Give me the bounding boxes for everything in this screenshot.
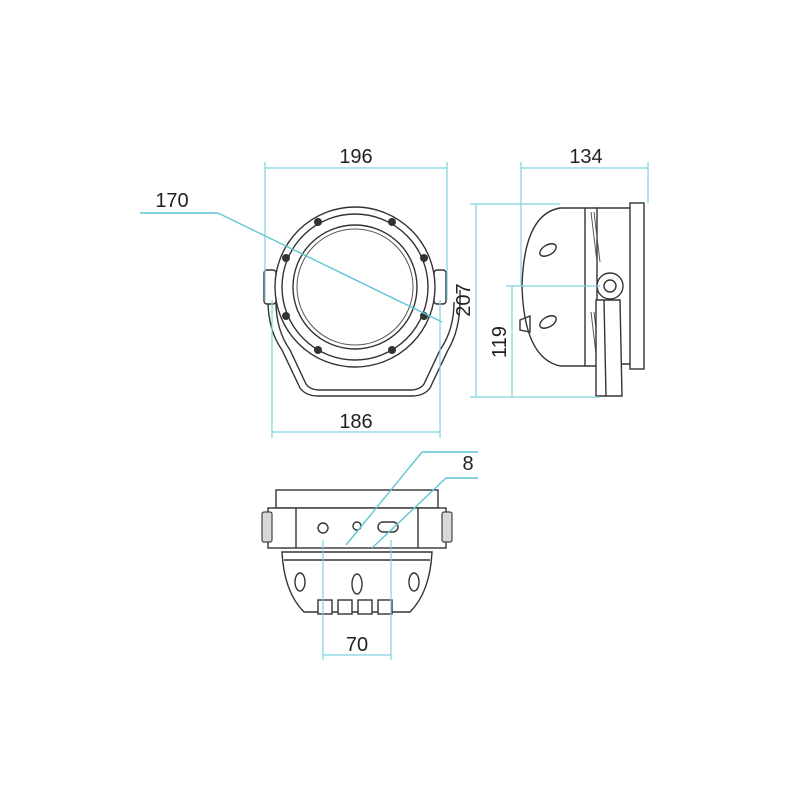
screw-3 (282, 254, 290, 262)
bottom-fin-3 (357, 599, 373, 615)
bottom-fin-1 (317, 599, 333, 615)
bottom-left-knob (261, 511, 273, 543)
front-housing-ring (281, 213, 429, 361)
side-pivot-knob (596, 272, 624, 300)
dim-leader-170-diagonal (217, 212, 443, 323)
bottom-vent-2 (351, 573, 363, 595)
side-bracket-edge (603, 299, 607, 397)
dim-leader-8-diagonal-1 (345, 451, 423, 546)
bottom-fin-4 (377, 599, 393, 615)
dim-label-134: 134 (569, 146, 602, 168)
front-left-knob (263, 269, 277, 305)
screw-1 (314, 218, 322, 226)
bottom-top-plate (275, 489, 439, 509)
bottom-fin-2 (337, 599, 353, 615)
bottom-view: 8 70 (261, 451, 478, 660)
front-lens (292, 224, 418, 350)
side-fin-1 (590, 211, 598, 263)
dim-label-119: 119 (489, 326, 511, 358)
dim-leader-8-diagonal-2 (371, 477, 447, 549)
dim-label-207: 207 (453, 283, 475, 316)
dim-label-196: 196 (339, 146, 372, 168)
bottom-hole-left (317, 522, 329, 534)
front-bracket (267, 290, 461, 397)
side-vent-lower (539, 315, 557, 329)
front-right-knob (433, 269, 447, 305)
bottom-vent-3 (408, 572, 420, 592)
side-body (521, 207, 598, 367)
dim-label-170: 170 (155, 190, 188, 212)
dim-label-70: 70 (346, 634, 368, 656)
screw-2 (388, 218, 396, 226)
side-pivot-center (603, 279, 617, 293)
side-bracket-arm (595, 299, 623, 397)
screw-4 (420, 254, 428, 262)
side-view: 134 207 119 (453, 146, 649, 398)
side-front-bezel (629, 202, 645, 370)
bottom-vent-1 (294, 572, 306, 592)
bottom-right-knob (441, 511, 453, 543)
front-housing-outer (274, 206, 436, 368)
front-view: 196 170 186 (140, 146, 461, 438)
dim-label-8: 8 (462, 453, 473, 475)
front-lens-inner (296, 228, 414, 346)
side-vent-upper (539, 243, 557, 257)
screw-7 (314, 346, 322, 354)
side-fin-2 (593, 211, 601, 263)
side-clip (519, 314, 531, 333)
screw-8 (388, 346, 396, 354)
dim-label-186: 186 (339, 411, 372, 433)
front-bracket-inner (275, 301, 455, 391)
screw-5 (282, 312, 290, 320)
